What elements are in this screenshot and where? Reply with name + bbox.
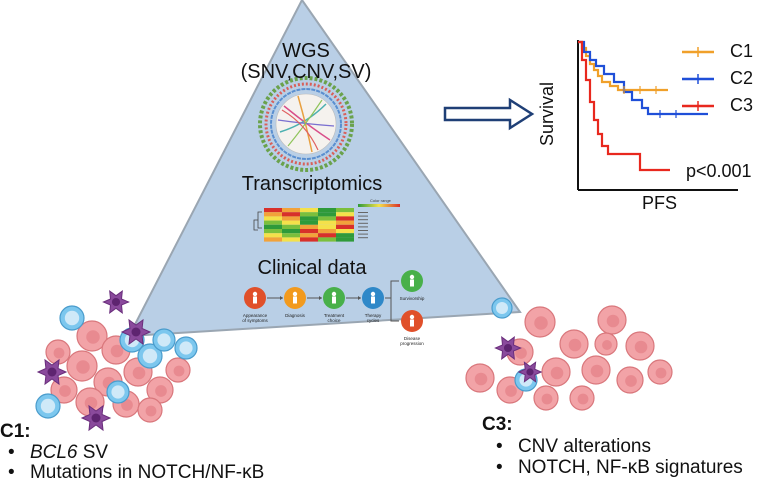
heatmap-cell: [300, 216, 318, 221]
heatmap-cell: [300, 233, 318, 238]
heatmap-cell: [336, 220, 354, 225]
flow-step-label: Therapy: [365, 313, 382, 318]
heatmap-cell: [300, 229, 318, 234]
c1-item-1-text: SV: [77, 442, 109, 463]
c3-item-2-text: NOTCH, NF-κB signatures: [517, 457, 743, 478]
heatmap-row-label: [358, 219, 368, 221]
heatmap-cell: [300, 224, 318, 229]
legend-label-c3: C3: [730, 95, 754, 115]
heatmap-row-label: [358, 230, 368, 231]
heatmap-row-label: [358, 237, 368, 239]
flow-step-label: Treatment: [324, 313, 345, 318]
heatmap-row-label: [358, 222, 368, 224]
flow-branch: [385, 280, 399, 322]
heatmap-cell: [282, 237, 300, 242]
c3-title: C3:: [482, 414, 513, 435]
flow-step-label: Appearance: [243, 313, 268, 318]
flow-step-label: Disease: [404, 336, 421, 341]
km-legend: [682, 47, 714, 111]
flow-step-label: Survivorship: [400, 296, 425, 301]
heatmap: Color range: [253, 198, 400, 242]
legend-label-c2: C2: [730, 68, 754, 88]
c1-item-2-text: Mutations in NOTCH/NF-κB: [29, 462, 265, 483]
heatmap-row-label: [358, 215, 368, 217]
legend-label-c1: C1: [730, 41, 754, 61]
heatmap-cell: [318, 224, 336, 229]
heatmap-cell: [300, 220, 318, 225]
triangle-panel: [127, 0, 522, 338]
wgs-subtitle: (SNV,CNV,SV): [240, 61, 372, 83]
heatmap-cell: [282, 208, 300, 213]
cell-cluster-left: [35, 290, 198, 432]
c1-item-1: • BCL6 SV: [8, 442, 108, 464]
heatmap-cell: [282, 212, 300, 217]
km-ylabel: Survival: [537, 81, 557, 146]
clinical-data-label: Clinical data: [257, 257, 367, 279]
km-pvalue: p<0.001: [686, 161, 752, 181]
flow-step-label: Diagnosis: [285, 313, 306, 318]
km-curve-c2: [578, 40, 708, 116]
heatmap-cell: [282, 224, 300, 229]
heatmap-row-label: [358, 233, 368, 235]
heatmap-cell: [336, 212, 354, 217]
km-curve-c3: [578, 40, 670, 172]
heatmap-cell: [336, 237, 354, 242]
heatmap-cell: [318, 237, 336, 242]
circos-plot: [258, 76, 354, 172]
heatmap-cell: [318, 216, 336, 221]
km-curve-c1: [578, 40, 668, 92]
c3-item-2-bullet: •: [496, 457, 503, 478]
c3-item-2: • NOTCH, NF-κB signatures: [496, 457, 743, 479]
c1-item-1-gene: BCL6: [29, 442, 78, 463]
cell-cluster-right: [465, 297, 673, 411]
c3-item-1-bullet: •: [496, 436, 503, 457]
heatmap-cell: [336, 216, 354, 221]
heatmap-cell: [282, 220, 300, 225]
km-censor-marks: [623, 86, 677, 118]
c3-item-1: • CNV alterations: [496, 436, 651, 458]
heatmap-cell: [264, 212, 282, 217]
c1-title: C1:: [0, 421, 31, 442]
heatmap-cell: [336, 233, 354, 238]
c1-item-2: • Mutations in NOTCH/NF-κB: [8, 462, 264, 484]
heatmap-row-label: [358, 226, 368, 228]
heatmap-cell: [336, 224, 354, 229]
wgs-title: WGS: [282, 40, 330, 62]
heatmap-cell: [336, 208, 354, 213]
heatmap-cell: [300, 208, 318, 213]
heatmap-cell: [264, 216, 282, 221]
heatmap-cell: [318, 229, 336, 234]
heatmap-legend-label: Color range: [370, 198, 392, 203]
heatmap-cell: [318, 212, 336, 217]
arrow-to-km: [443, 97, 535, 131]
flow-step-label: cycles: [367, 318, 380, 323]
heatmap-cell: [318, 233, 336, 238]
heatmap-cell: [282, 229, 300, 234]
heatmap-cell: [300, 237, 318, 242]
km-xlabel: PFS: [642, 193, 678, 213]
heatmap-cell: [264, 233, 282, 238]
flow-step-label: progression: [400, 341, 424, 346]
heatmap-cell: [264, 208, 282, 213]
heatmap-cell: [336, 229, 354, 234]
c3-item-1-text: CNV alterations: [517, 436, 651, 457]
heatmap-row-label: [358, 212, 368, 213]
flow-step-label: of symptoms: [242, 318, 268, 323]
heatmap-cell: [318, 220, 336, 225]
c1-item-1-bullet: •: [8, 442, 15, 463]
transcriptomics-label: Transcriptomics: [241, 173, 383, 195]
heatmap-cell: [264, 229, 282, 234]
heatmap-cell: [318, 208, 336, 213]
flow-step-label: choice: [327, 318, 341, 323]
heatmap-cell: [264, 220, 282, 225]
heatmap-cell: [264, 224, 282, 229]
heatmap-cell: [282, 233, 300, 238]
heatmap-cell: [300, 212, 318, 217]
heatmap-cell: [264, 237, 282, 242]
c1-item-2-bullet: •: [8, 462, 15, 483]
heatmap-cell: [282, 216, 300, 221]
